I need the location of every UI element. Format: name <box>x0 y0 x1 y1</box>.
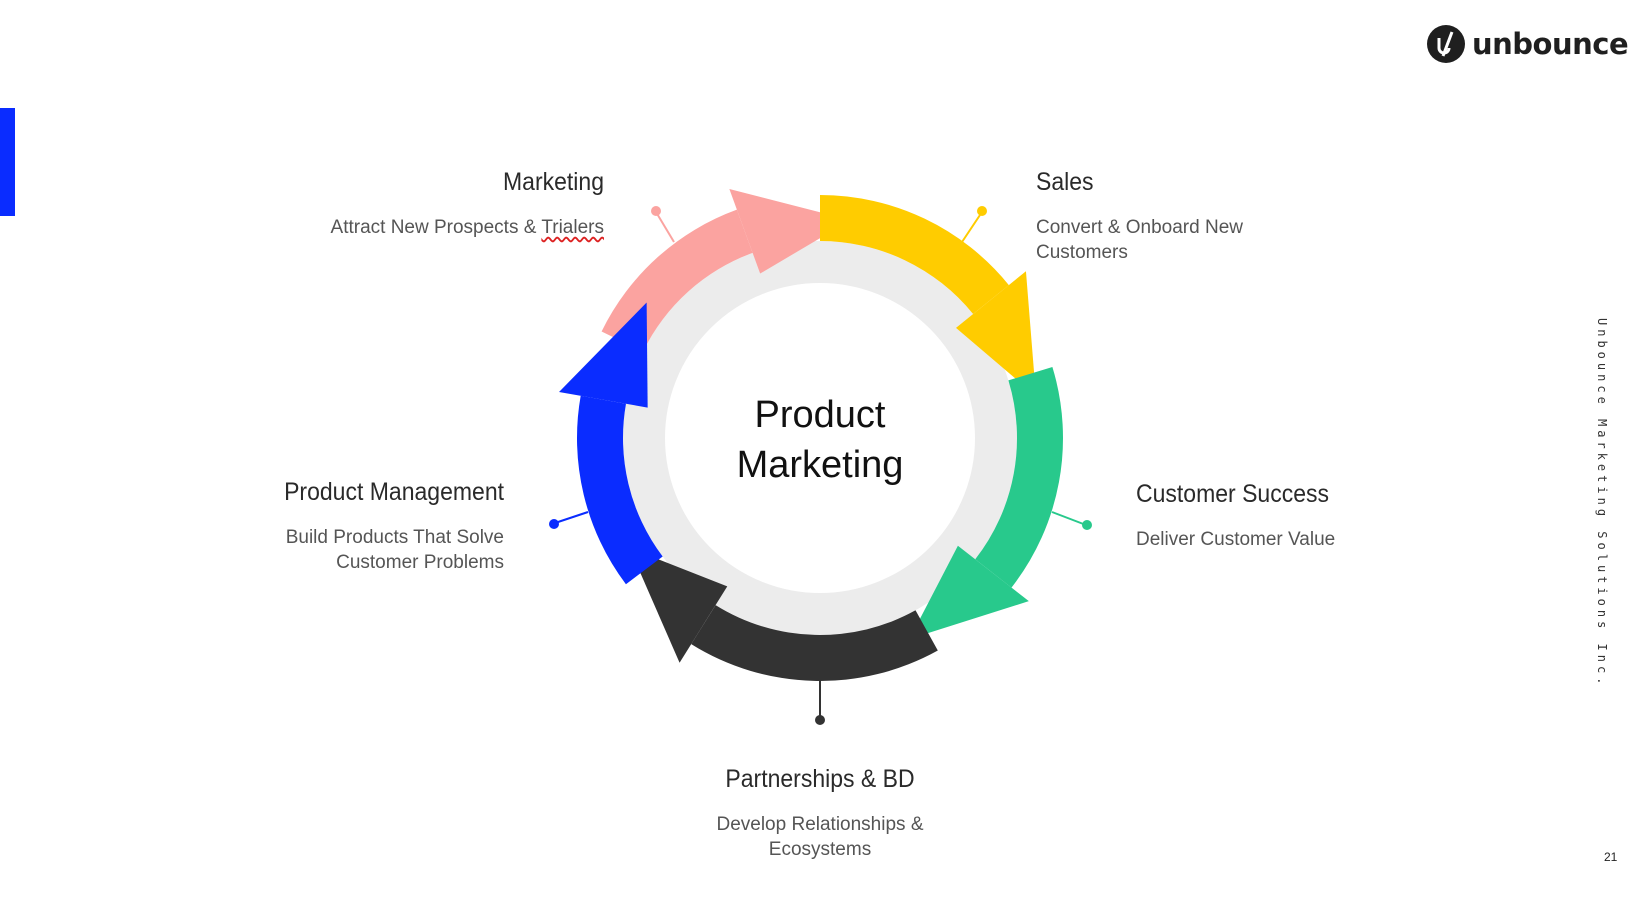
customer-success-desc: Deliver Customer Value <box>1136 529 1336 550</box>
arc-sales <box>820 195 1009 315</box>
center-title-line1: Product <box>754 394 886 436</box>
marketing-title: Marketing <box>503 168 604 196</box>
arc-partnerships <box>691 605 938 681</box>
product-management-title: Product Management <box>284 478 504 506</box>
center-title: Product Marketing <box>700 390 940 490</box>
accent-bar <box>0 108 15 216</box>
arrowhead-customer_success <box>909 545 1029 639</box>
center-title-line2: Marketing <box>736 444 904 486</box>
arrowhead-marketing <box>729 188 851 274</box>
marketing-desc-prefix: Attract New Prospects & <box>330 217 542 238</box>
label-customer-success: Customer Success Deliver Customer Value <box>1136 480 1436 552</box>
unbounce-logo: unbounce <box>1426 24 1629 64</box>
arrowhead-product_management <box>559 302 648 408</box>
label-product-management: Product Management Build Products That S… <box>260 478 504 575</box>
inner-ring <box>623 241 1017 635</box>
partnerships-desc: Develop Relationships & Ecosystems <box>716 814 924 860</box>
product-management-desc: Build Products That Solve Customer Probl… <box>285 527 504 573</box>
logo-wordmark: unbounce <box>1472 27 1629 61</box>
sales-desc: Convert & Onboard New Customers <box>1036 217 1243 263</box>
arc-product_management <box>577 395 663 585</box>
label-sales: Sales Convert & Onboard New Customers <box>1036 168 1266 265</box>
arrowhead-sales <box>956 271 1036 397</box>
sales-title: Sales <box>1036 168 1094 196</box>
connectors <box>549 206 1092 725</box>
unbounce-logo-icon <box>1427 25 1465 63</box>
label-partnerships: Partnerships & BD Develop Relationships … <box>700 765 940 862</box>
arc-customer_success <box>975 366 1063 588</box>
label-marketing: Marketing Attract New Prospects & Triale… <box>300 168 604 240</box>
partnerships-title: Partnerships & BD <box>725 765 915 793</box>
marketing-desc: Attract New Prospects & Trialers <box>300 215 604 240</box>
marketing-desc-marked: Trialers <box>541 217 604 238</box>
customer-success-title: Customer Success <box>1136 480 1330 508</box>
page-number: 21 <box>1604 850 1618 864</box>
footer-company: Unbounce Marketing Solutions Inc. <box>1595 318 1609 689</box>
arrowhead-partnerships <box>629 548 728 663</box>
